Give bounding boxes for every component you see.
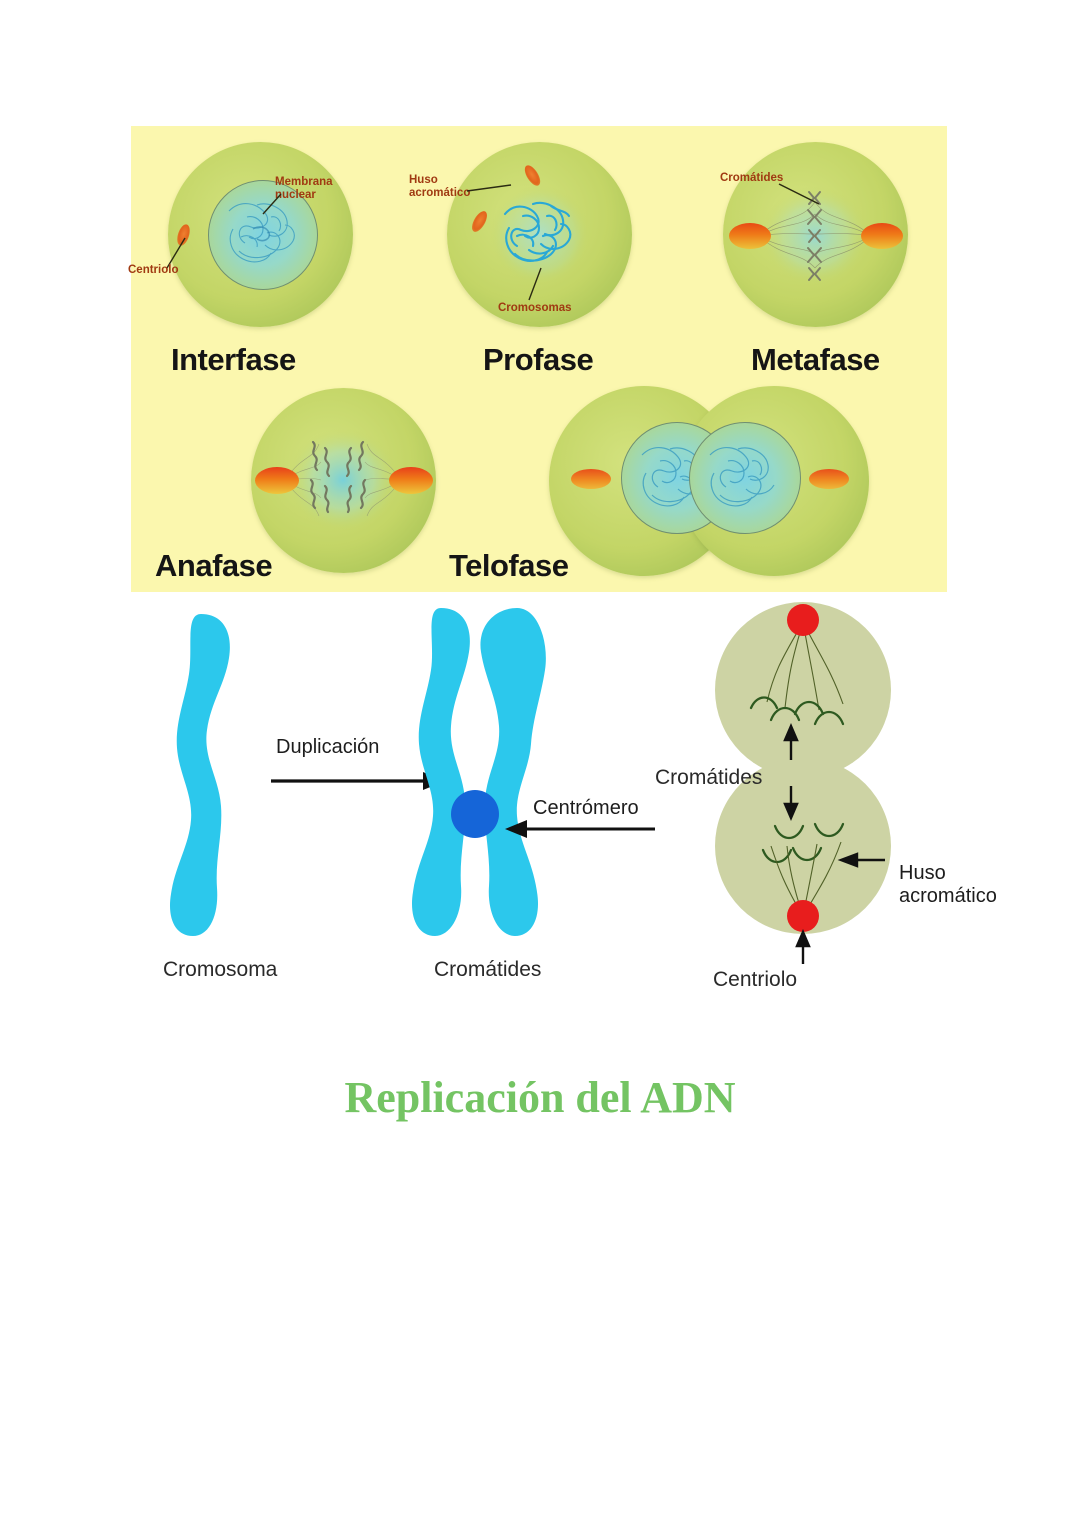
label-centromero: Centrómero — [533, 797, 639, 819]
phase-label-metafase: Metafase — [751, 342, 880, 377]
chromosome-duplication-diagram: Cromosoma Duplicación Cromátides Centróm… — [131, 596, 1011, 1016]
chromosomes-profase — [490, 185, 590, 285]
annotation-huso-acromatico-profase: Huso acromático — [409, 174, 471, 199]
centriole-metafase-left — [729, 223, 771, 249]
nucleus-telofase-right — [689, 422, 801, 534]
annotation-centriolo: Centriolo — [128, 264, 179, 276]
label-cromatides-duplicated: Cromátides — [434, 958, 542, 981]
label-cromosoma: Cromosoma — [163, 958, 278, 981]
centriole-anafase-left — [255, 467, 299, 494]
label-duplicacion: Duplicación — [276, 736, 380, 758]
centriole-anafase-right — [389, 467, 433, 494]
phase-label-telofase: Telofase — [449, 548, 569, 583]
label-cromatides-spindle: Cromátides — [655, 766, 763, 789]
annotation-cromosomas: Cromosomas — [498, 302, 572, 314]
leader-line-cromatides-metafase — [778, 183, 820, 205]
page-title: Replicación del ADN — [344, 1073, 736, 1122]
annotation-membrana-nuclear: Membrana nuclear — [275, 176, 333, 201]
centromere-arrow — [505, 820, 655, 838]
chromatin-network-telofase-right — [709, 447, 775, 507]
single-chromosome — [169, 614, 230, 936]
phase-label-interfase: Interfase — [171, 342, 296, 377]
nucleus-interfase — [208, 180, 318, 290]
leader-line-huso-profase — [466, 184, 512, 192]
label-huso-acromatico: Huso acromático — [899, 862, 997, 907]
leader-line-membrana-nuclear — [262, 193, 282, 215]
leader-line-cromosomas — [528, 267, 542, 301]
mitosis-phases-panel: Membrana nuclear Centriolo Interfase — [128, 126, 947, 592]
duplicated-chromosome — [411, 608, 546, 936]
leader-line-centriolo-interfase — [166, 237, 186, 269]
centriole-telofase-right — [809, 469, 849, 489]
phase-label-anafase: Anafase — [155, 548, 273, 583]
label-centriolo-spindle: Centriolo — [713, 968, 798, 991]
centriole-telofase-left — [571, 469, 611, 489]
annotation-cromatides-metafase: Cromátides — [720, 172, 784, 184]
dividing-cell-spindle-schematic — [715, 602, 891, 964]
centriole-metafase-right — [861, 223, 903, 249]
chromatin-network-interfase — [228, 203, 295, 263]
phase-label-profase: Profase — [483, 342, 594, 377]
